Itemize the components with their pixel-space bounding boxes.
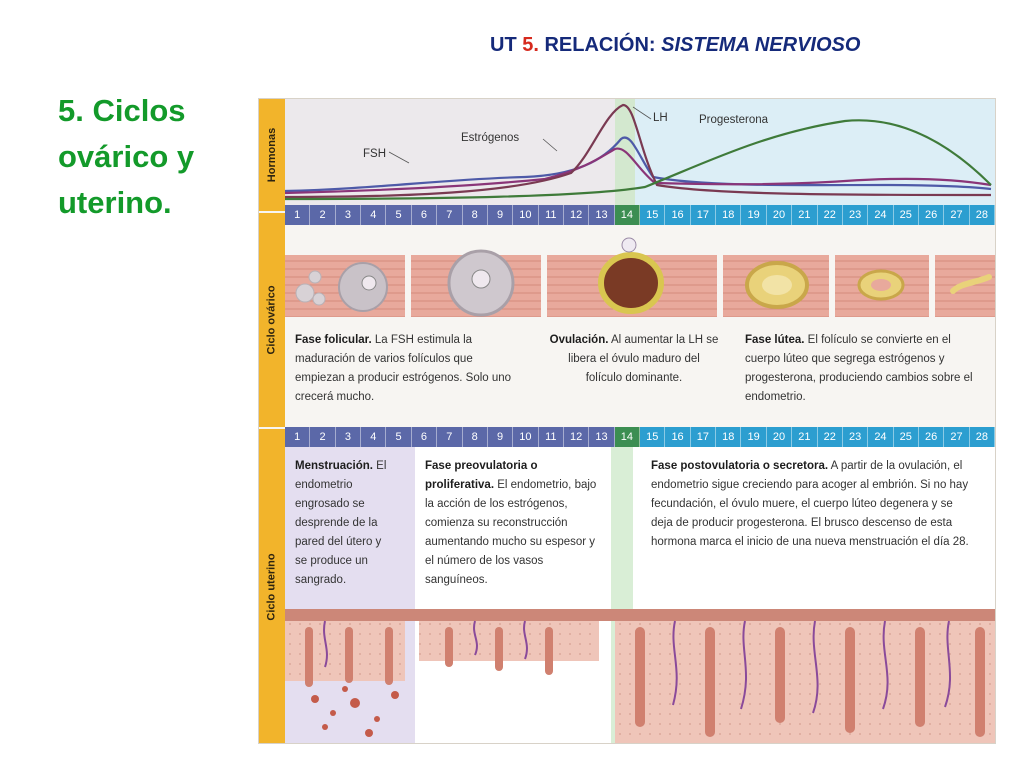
day-5: 5	[386, 427, 412, 447]
day-8: 8	[462, 205, 488, 225]
day-7: 7	[437, 205, 463, 225]
strip-ovarian: Ciclo ovárico	[259, 213, 285, 427]
slide-header: UT 5. RELACIÓN: SISTEMA NERVIOSO	[490, 34, 861, 56]
day-10: 10	[513, 205, 539, 225]
day-14: 14	[614, 205, 641, 225]
day-2: 2	[310, 205, 336, 225]
estrogen-curve	[285, 147, 992, 195]
day-16: 16	[665, 205, 691, 225]
day-13: 13	[589, 427, 615, 447]
lh-curve	[285, 103, 992, 199]
phase-luteal: Fase lútea. El folículo se convierte en …	[745, 334, 973, 403]
day-22: 22	[817, 205, 843, 225]
strip-uterine: Ciclo uterino	[259, 429, 285, 743]
phase-follicular: Fase folicular. La FSH estimula la madur…	[295, 334, 512, 403]
label-progesterone: Progesterona	[699, 114, 769, 126]
day-17: 17	[690, 205, 717, 225]
day-20: 20	[766, 427, 793, 447]
day-9: 9	[487, 427, 514, 447]
day-11: 11	[538, 205, 564, 225]
day-5: 5	[386, 205, 412, 225]
slide-title: 5. Ciclos ovárico y uterino.	[58, 93, 195, 220]
day-17: 17	[690, 427, 717, 447]
day-12: 12	[563, 427, 590, 447]
day-26: 26	[918, 205, 945, 225]
day-19: 19	[741, 427, 767, 447]
day-18: 18	[716, 205, 742, 225]
phase-ovulation: Ovulación. Al aumentar la LH se libera e…	[549, 334, 719, 384]
day-12: 12	[563, 205, 590, 225]
day-21: 21	[792, 205, 818, 225]
day-6: 6	[411, 205, 438, 225]
label-lh: LH	[653, 112, 668, 124]
day-24: 24	[868, 205, 894, 225]
day-27: 27	[944, 205, 970, 225]
cycle-figure: Hormonas Ciclo ovárico Ciclo uterino FSH…	[258, 98, 996, 744]
day-3: 3	[335, 205, 362, 225]
day-27: 27	[944, 427, 970, 447]
progesterone-curve	[285, 119, 992, 201]
day-25: 25	[893, 427, 919, 447]
phase-menstruation: Menstruación. El endometrio engrosado se…	[295, 460, 387, 586]
label-estrogen: Estrógenos	[461, 132, 520, 144]
unit-number: 5.	[522, 34, 539, 56]
label-fsh: FSH	[363, 148, 386, 160]
day-8: 8	[462, 427, 488, 447]
day-2: 2	[310, 427, 336, 447]
day-4: 4	[361, 427, 387, 447]
day-25: 25	[893, 205, 919, 225]
day-19: 19	[741, 205, 767, 225]
phase-secretory: Fase postovulatoria o secretora. A parti…	[651, 460, 969, 548]
day-3: 3	[335, 427, 362, 447]
day-20: 20	[766, 205, 793, 225]
phase-proliferative: Fase preovulatoria o proliferativa. El e…	[425, 460, 597, 586]
day-10: 10	[513, 427, 539, 447]
day-15: 15	[640, 205, 666, 225]
day-6: 6	[411, 427, 438, 447]
unit-subject: SISTEMA NERVIOSO	[661, 34, 861, 56]
strip-hormones: Hormonas	[259, 99, 285, 211]
fsh-curve	[285, 136, 992, 193]
day-1: 1	[285, 205, 311, 225]
day-4: 4	[361, 205, 387, 225]
day-15: 15	[640, 427, 666, 447]
day-28: 28	[969, 427, 995, 447]
day-21: 21	[792, 427, 818, 447]
day-7: 7	[437, 427, 463, 447]
day-23: 23	[842, 427, 869, 447]
day-24: 24	[868, 427, 894, 447]
day-11: 11	[538, 427, 564, 447]
day-22: 22	[817, 427, 843, 447]
day-1: 1	[285, 427, 311, 447]
day-9: 9	[487, 205, 514, 225]
hormone-chart	[285, 99, 995, 205]
ovarian-illustrations	[285, 237, 995, 317]
day-28: 28	[969, 205, 995, 225]
day-16: 16	[665, 427, 691, 447]
day-14: 14	[614, 427, 641, 447]
day-18: 18	[716, 427, 742, 447]
endometrium-illustrations	[285, 609, 995, 743]
day-13: 13	[589, 205, 615, 225]
day-23: 23	[842, 205, 869, 225]
day-26: 26	[918, 427, 945, 447]
